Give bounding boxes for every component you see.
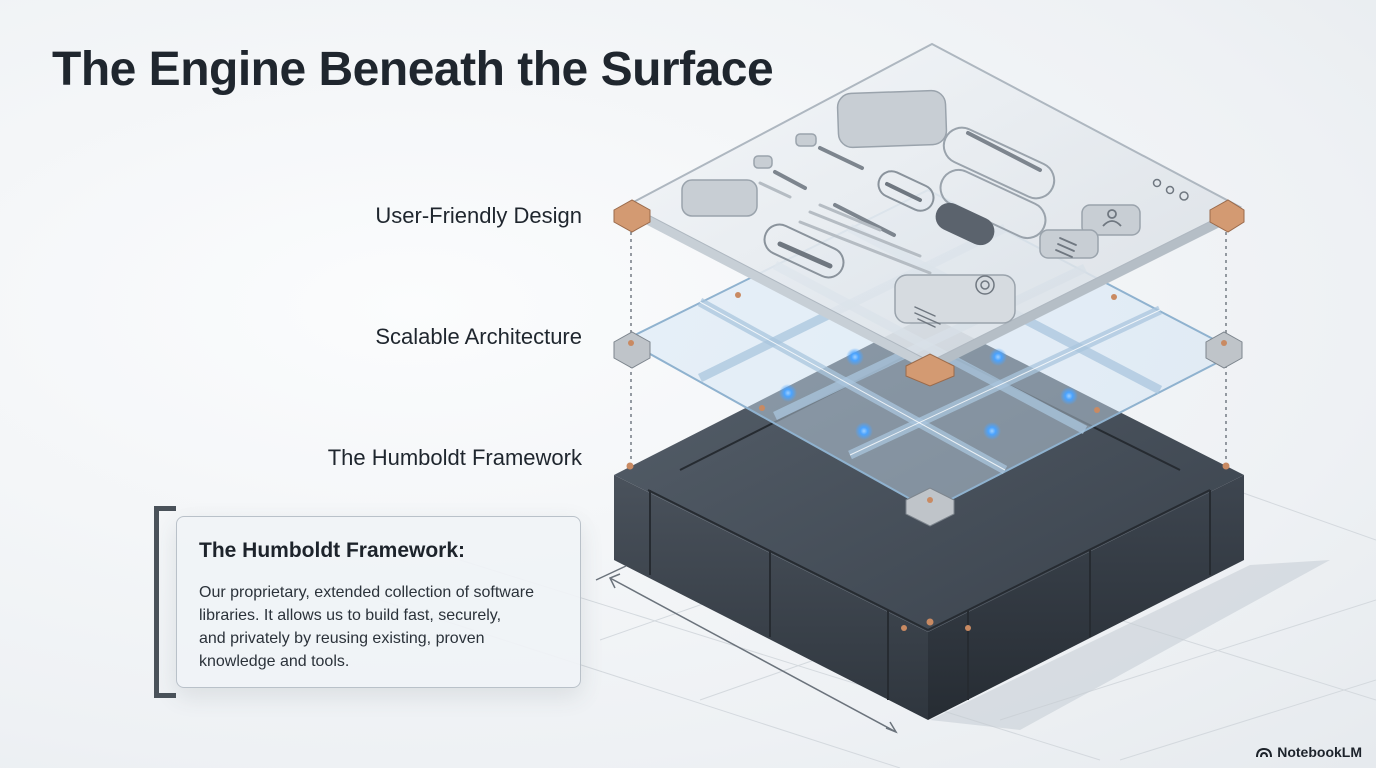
glowing-node-icons — [779, 348, 1078, 440]
framework-callout: The Humboldt Framework: Our proprietary,… — [176, 516, 581, 688]
ui-glass-panel — [613, 42, 1245, 387]
callout-heading: The Humboldt Framework: — [199, 539, 466, 562]
callout-bracket — [154, 506, 176, 698]
callout-line: Our proprietary, extended collection of … — [199, 584, 534, 601]
brand-watermark: NotebookLM — [1256, 744, 1362, 760]
user-icon — [1102, 209, 1122, 227]
callout-body: Our proprietary, extended collection of … — [199, 581, 558, 673]
layer-label-framework: The Humboldt Framework — [327, 445, 582, 470]
page-title: The Engine Beneath the Surface — [52, 43, 774, 96]
callout-line: and privately by reusing existing, prove… — [199, 630, 485, 647]
callout-line: knowledge and tools. — [199, 653, 350, 670]
mock-ui-lines — [773, 131, 1042, 237]
block-shadow — [930, 560, 1330, 730]
layer-label-ui-design: User-Friendly Design — [375, 203, 582, 228]
dimension-arrow — [595, 565, 898, 734]
foundation-block — [614, 315, 1244, 720]
text-block-icon — [914, 306, 941, 328]
notebooklm-logo-icon — [1256, 747, 1273, 758]
brand-name: NotebookLM — [1277, 744, 1362, 760]
gear-icon — [975, 275, 995, 295]
layer-label-architecture: Scalable Architecture — [375, 324, 582, 349]
window-control-dots — [1152, 178, 1189, 201]
list-icon — [1055, 237, 1077, 258]
mock-ui-pills — [763, 126, 1056, 279]
callout-line: libraries. It allows us to build fast, s… — [199, 607, 502, 624]
